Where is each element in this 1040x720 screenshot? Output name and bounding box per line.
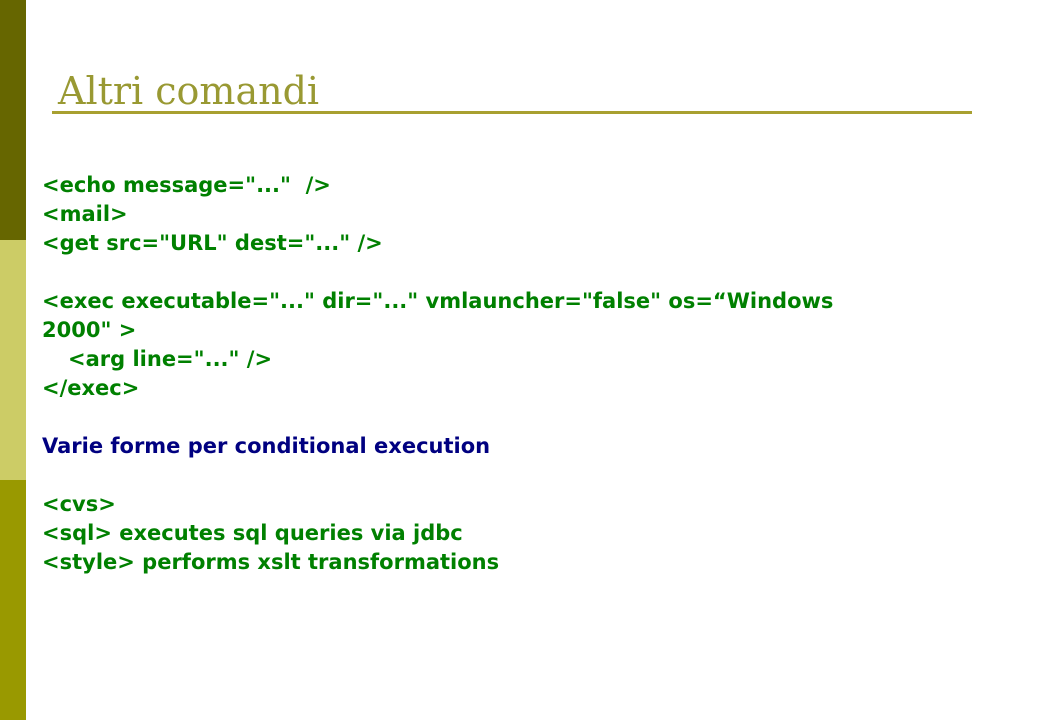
code-line-exec-continued: 2000" > bbox=[42, 318, 137, 342]
accent-bar-middle bbox=[0, 240, 26, 480]
left-accent-bar bbox=[0, 0, 26, 720]
code-line-style: <style> performs xslt transformations bbox=[42, 550, 500, 574]
accent-bar-top bbox=[0, 0, 26, 240]
code-line-exec: <exec executable="..." dir="..." vmlaunc… bbox=[42, 289, 834, 313]
code-line-exec-close: </exec> bbox=[42, 376, 140, 400]
slide-title: Altri comandi bbox=[58, 69, 320, 113]
code-line-get: <get src="URL" dest="..." /> bbox=[42, 231, 383, 255]
spacer bbox=[42, 258, 982, 287]
slide-content: <echo message="..." /> <mail> <get src="… bbox=[42, 171, 982, 577]
spacer bbox=[42, 461, 982, 490]
spacer bbox=[42, 403, 982, 432]
code-line-sql: <sql> executes sql queries via jdbc bbox=[42, 521, 463, 545]
title-underline bbox=[52, 111, 972, 114]
accent-bar-bottom bbox=[0, 480, 26, 720]
code-line-arg: <arg line="..." /> bbox=[68, 347, 273, 371]
text-line-conditional: Varie forme per conditional execution bbox=[42, 434, 491, 458]
code-line-mail: <mail> bbox=[42, 202, 128, 226]
code-line-cvs: <cvs> bbox=[42, 492, 116, 516]
code-line-echo: <echo message="..." /> bbox=[42, 173, 331, 197]
